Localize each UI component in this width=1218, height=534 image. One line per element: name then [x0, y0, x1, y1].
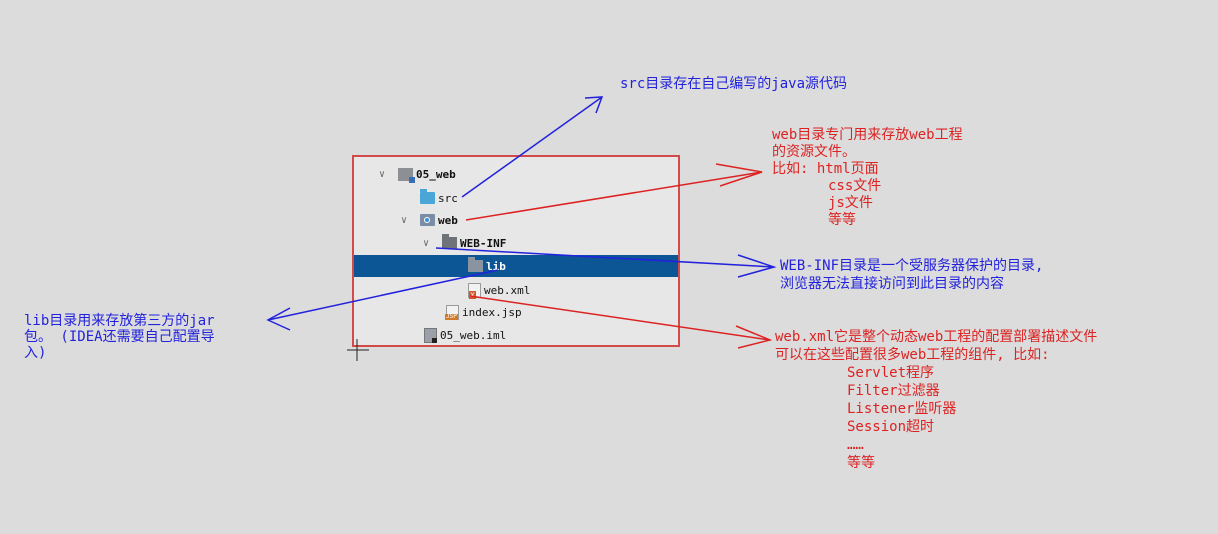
chevron-down-icon[interactable]: ∨ [378, 168, 386, 180]
arrowhead-src [584, 96, 604, 114]
arrowhead-web-inf [737, 254, 777, 278]
tree-row-05-web-iml[interactable]: 05_web.iml [354, 324, 678, 345]
tree-row-src[interactable]: src [354, 187, 678, 209]
note-web-line: js文件 [828, 195, 873, 211]
arrow-web-inf [435, 247, 775, 268]
jsp-file-icon [445, 304, 459, 320]
project-tree-panel: ∨ 05_web src ∨ web ∨ WEB-INF lib web.xml [352, 155, 680, 347]
arrowhead-web [715, 163, 763, 187]
note-web-xml-line: web.xml它是整个动态web工程的配置部署描述文件 [775, 329, 1098, 345]
note-lib-line: lib目录用来存放第三方的jar [24, 313, 215, 329]
arrow-lib [267, 269, 499, 321]
note-lib-line: 包。 (IDEA还需要自己配置导 [24, 329, 215, 345]
arrow-src [461, 96, 603, 198]
folder-icon [468, 257, 483, 272]
note-web-xml-line: Servlet程序 [847, 365, 935, 381]
note-src-text: src目录存在自己编写的java源代码 [620, 76, 848, 92]
module-icon [398, 167, 415, 183]
note-web-line: web目录专门用来存放web工程 [772, 127, 963, 143]
tree-item-label: src [438, 191, 458, 205]
tree-item-label: WEB-INF [460, 236, 507, 250]
note-lib: lib目录用来存放第三方的jar 包。 (IDEA还需要自己配置导 入) [24, 313, 215, 361]
web-folder-icon [420, 214, 435, 226]
tree-item-label: 05_web.iml [440, 328, 507, 342]
iml-file-icon [424, 327, 437, 343]
tree-item-label: web.xml [484, 283, 531, 297]
folder-icon [420, 189, 435, 204]
note-web-xml-line: Listener监听器 [847, 401, 957, 417]
note-web: web目录专门用来存放web工程 的资源文件。 比如: html页面 css文件… [772, 127, 963, 229]
tree-item-label: web [438, 213, 458, 227]
note-lib-line: 入) [24, 345, 47, 361]
chevron-down-icon[interactable]: ∨ [422, 237, 430, 249]
note-web-line: 的资源文件。 [772, 144, 856, 160]
arrowhead-web-xml [735, 325, 773, 349]
tree-row-05-web[interactable]: ∨ 05_web [354, 163, 678, 185]
tree-row-web[interactable]: ∨ web [354, 209, 678, 231]
note-web-line: 比如: html页面 [772, 161, 879, 177]
note-web-inf: WEB-INF目录是一个受服务器保护的目录, 浏览器无法直接访问到此目录的内容 [780, 257, 1043, 293]
tree-row-web-xml[interactable]: web.xml [354, 279, 678, 301]
tree-item-label: lib [486, 259, 506, 273]
note-web-xml-line: Filter过滤器 [847, 383, 940, 399]
note-web-inf-line: 浏览器无法直接访问到此目录的内容 [780, 276, 1004, 292]
tree-item-label: index.jsp [462, 305, 522, 319]
arrow-web [465, 171, 763, 221]
arrowhead-lib [266, 307, 291, 331]
folder-icon [442, 234, 457, 249]
note-web-line: css文件 [828, 178, 882, 194]
xml-file-icon [468, 282, 481, 299]
chevron-down-icon[interactable]: ∨ [400, 214, 408, 226]
tree-item-label: 05_web [416, 167, 456, 181]
note-web-inf-line: WEB-INF目录是一个受服务器保护的目录, [780, 258, 1044, 274]
note-web-xml-line: Session超时 [847, 419, 935, 435]
note-web-xml-line: 等等 [847, 455, 875, 471]
note-web-xml: web.xml它是整个动态web工程的配置部署描述文件 可以在这些配置很多web… [775, 328, 1097, 472]
arrow-web-xml [469, 295, 771, 341]
tree-row-lib[interactable]: lib [354, 255, 678, 277]
note-web-line: 等等 [828, 212, 856, 228]
crosshair-cursor-icon [347, 339, 369, 361]
tree-row-index-jsp[interactable]: index.jsp [354, 301, 678, 323]
note-web-xml-line: …… [847, 437, 864, 453]
tree-row-web-inf[interactable]: ∨ WEB-INF [354, 232, 678, 254]
note-src: src目录存在自己编写的java源代码 [620, 75, 847, 93]
note-web-xml-line: 可以在这些配置很多web工程的组件, 比如: [775, 347, 1050, 363]
